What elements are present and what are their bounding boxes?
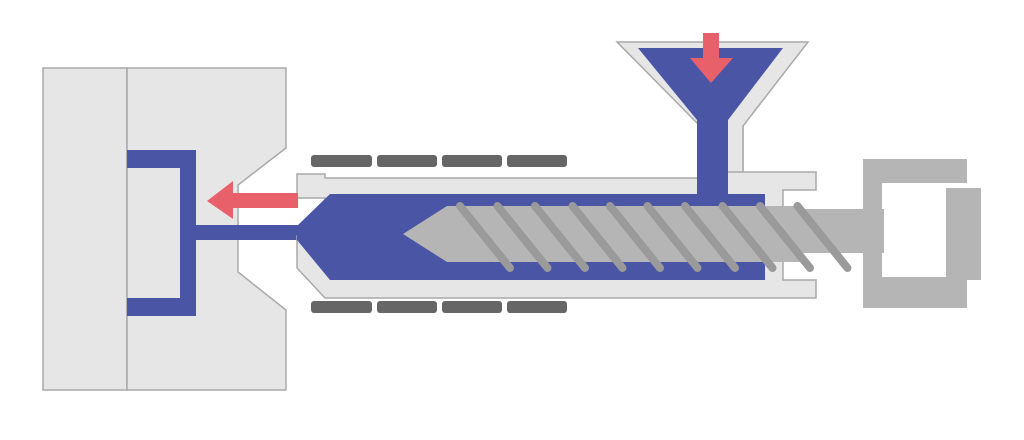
injection-arrow-icon [207, 181, 298, 219]
screw-flight [606, 202, 664, 272]
screw-flight [718, 202, 777, 272]
heater-band [442, 155, 502, 167]
screw-flights [456, 202, 852, 272]
screw-flight [493, 202, 552, 272]
screw-flight [531, 202, 589, 272]
drive-coupling [946, 188, 981, 280]
screw-flight [568, 202, 627, 272]
hopper-material [638, 48, 783, 195]
mold-cavity [127, 150, 300, 316]
mold [42, 67, 300, 391]
screw [403, 202, 852, 272]
screw-flight [793, 202, 852, 272]
heater-band [377, 301, 437, 313]
feed-arrow-icon [690, 33, 733, 83]
heater-band [311, 155, 372, 167]
heater-band [442, 301, 502, 313]
mold-fixed-half [42, 67, 128, 391]
screw-flight [681, 202, 739, 272]
screw-flight [756, 202, 814, 272]
heater-band [377, 155, 437, 167]
screw-flight [643, 202, 702, 272]
heater-band [507, 301, 567, 313]
heater-bands [311, 155, 567, 313]
heater-band [507, 155, 567, 167]
screw-flight [456, 202, 514, 272]
heater-band [311, 301, 372, 313]
drive-housing [863, 159, 967, 308]
